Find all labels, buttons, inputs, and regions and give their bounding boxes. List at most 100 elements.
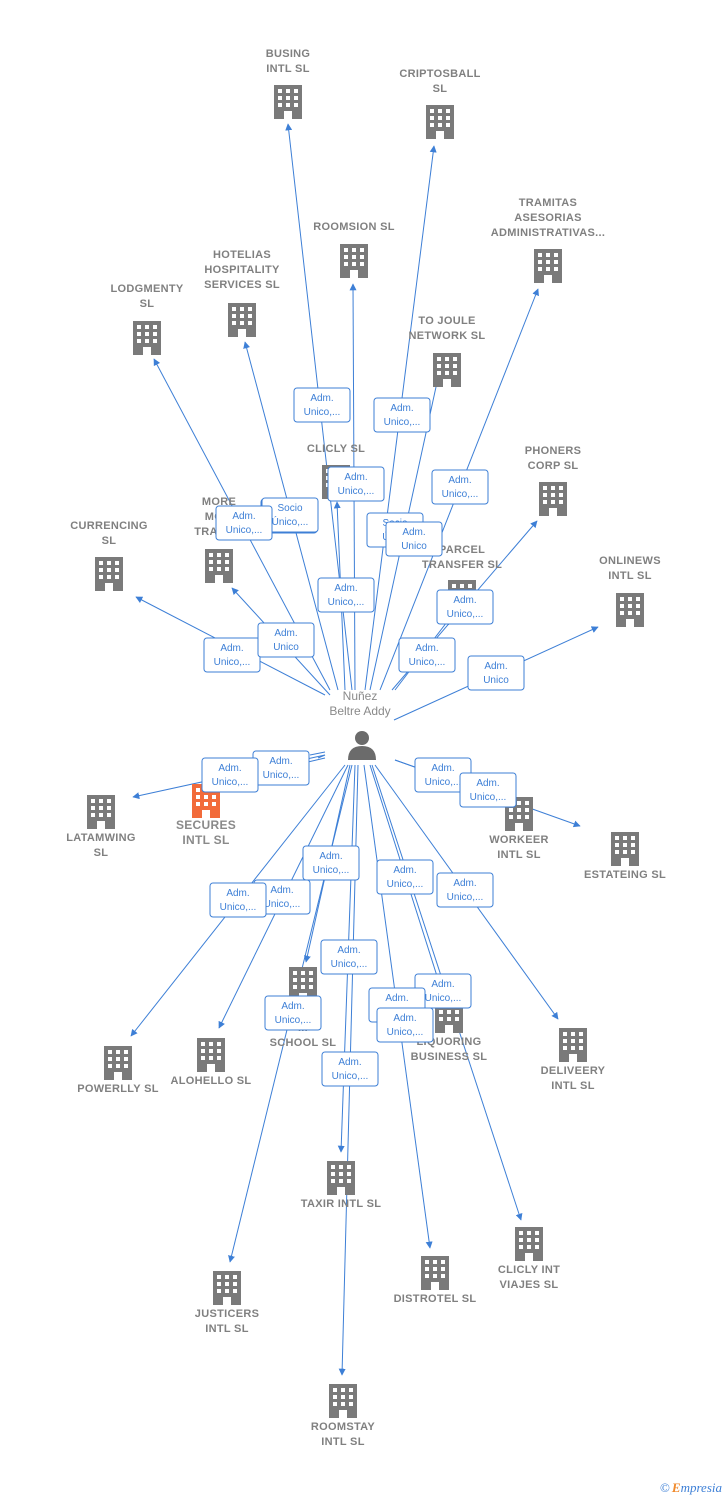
edge-role-label[interactable]: Adm.Unico,... [252,750,310,786]
svg-text:Adm.Unico: Adm.Unico [273,628,299,653]
building-icon [197,1038,225,1072]
edge-role-label[interactable]: Adm.Unico,... [317,577,375,613]
edge-role-label[interactable]: Adm.Unico,... [201,757,259,793]
edge-role-label[interactable]: Adm.Unico [385,521,443,557]
edge-role-label[interactable]: Adm.Unico,... [320,939,378,975]
building-icon [340,244,368,278]
edge-role-label[interactable]: Adm.Unico [257,622,315,658]
building-icon [426,105,454,139]
svg-text:Adm.Unico,...: Adm.Unico,... [470,778,507,803]
edge-role-label[interactable]: Adm.Unico,... [376,859,434,895]
company-node-clicly[interactable]: CLICLY SL [307,443,365,499]
building-icon [87,795,115,829]
building-icon [559,1028,587,1062]
building-icon [228,303,256,337]
edge-role-label[interactable]: Adm.Unico,... [209,882,267,918]
svg-text:Adm.Unico,...: Adm.Unico,... [338,472,375,497]
company-node-distrotel[interactable]: DISTROTEL SL [394,1256,477,1305]
company-label: ALOHELLO SL [171,1075,252,1087]
svg-text:Adm.Unico: Adm.Unico [483,661,509,686]
building-icon [133,321,161,355]
empresia-logo[interactable]: ©Empresia [660,1480,722,1495]
company-node-estateing[interactable]: ESTATEING SL [584,832,666,881]
svg-text:Adm.Unico,...: Adm.Unico,... [384,403,421,428]
company-label: ROOMSION SL [313,221,395,233]
edge-role-label[interactable]: Adm.Unico,... [431,469,489,505]
edge-role-label[interactable]: Adm.Unico,... [459,772,517,808]
svg-text:Adm.Unico,...: Adm.Unico,... [387,865,424,890]
building-icon [433,353,461,387]
building-icon [539,482,567,516]
company-node-powerlly[interactable]: POWERLLY SL [77,1046,159,1095]
edge-role-label[interactable]: Adm.Unico,... [215,505,273,541]
svg-text:Adm.Unico,...: Adm.Unico,... [263,756,300,781]
svg-text:Adm.Unico,...: Adm.Unico,... [447,878,484,903]
edge-role-label[interactable]: Adm.Unico,... [376,1007,434,1043]
edge-labels-layer: Adm.Unico,...Adm.Unico,...Adm.Unico,...A… [201,387,525,1087]
building-icon [327,1161,355,1195]
company-label: CLICLY SL [307,443,365,455]
edge-role-label[interactable]: Adm.Unico,... [253,879,311,915]
edge-connector [317,754,326,759]
edge-role-label[interactable]: Adm.Unico [467,655,525,691]
building-icon [95,557,123,591]
svg-text:Adm.Unico,...: Adm.Unico,... [442,475,479,500]
building-icon [421,1256,449,1290]
edge-role-label[interactable]: Adm.Unico,... [203,637,261,673]
building-icon [329,1384,357,1418]
edge-role-label[interactable]: Adm.Unico,... [327,466,385,502]
svg-text:Adm.Unico,...: Adm.Unico,... [425,979,462,1004]
svg-text:Adm.Unico,...: Adm.Unico,... [212,763,249,788]
building-icon [534,249,562,283]
company-node-taxir[interactable]: TAXIR INTL SL [301,1161,382,1210]
company-node-roomsion[interactable]: ROOMSION SL [313,221,395,278]
edge-role-label[interactable]: Adm.Unico,... [293,387,351,423]
building-icon [515,1227,543,1261]
edge-role-label[interactable]: Adm.Unico,... [321,1051,379,1087]
edge-role-label[interactable]: Adm.Unico,... [398,637,456,673]
edge-connector [309,751,326,756]
company-node-alohello[interactable]: ALOHELLO SL [171,1038,252,1087]
svg-text:Adm.Unico,...: Adm.Unico,... [220,888,257,913]
svg-text:Adm.Unico,...: Adm.Unico,... [409,643,446,668]
edge-role-label[interactable]: Adm.Unico,... [436,872,494,908]
edge-role-label[interactable]: Adm.Unico,... [264,995,322,1031]
edge-role-label[interactable]: Adm.Unico,... [436,589,494,625]
edge-role-label[interactable]: Adm.Unico,... [302,845,360,881]
edge-role-label[interactable]: Adm.Unico,... [373,397,431,433]
